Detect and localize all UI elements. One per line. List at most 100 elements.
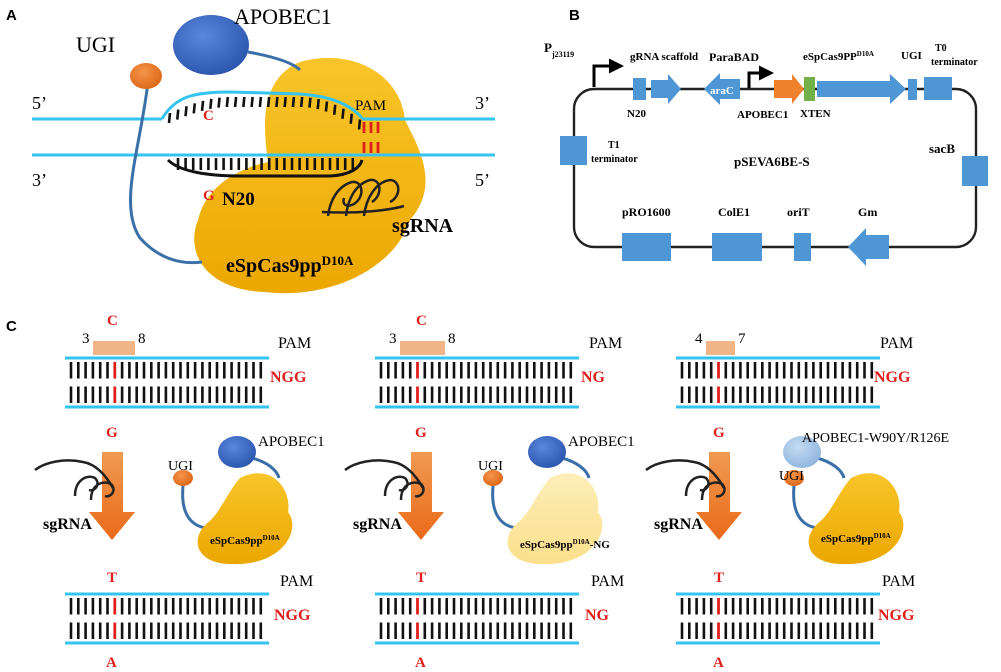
sacb-block xyxy=(962,156,988,186)
base-tick xyxy=(308,97,312,108)
window-start: 3 xyxy=(82,331,90,347)
n20-label: N20 xyxy=(222,189,255,210)
apobec-linker xyxy=(247,50,302,72)
ugi-linker xyxy=(129,81,203,265)
editing-window xyxy=(706,341,735,355)
edited-t: T xyxy=(107,570,117,586)
gm-arrow xyxy=(848,228,889,266)
base-tick xyxy=(349,113,354,124)
sgrna-loop xyxy=(89,481,115,501)
pj23119-label: Pj23119 xyxy=(544,40,574,59)
cas9-protein xyxy=(507,473,603,565)
dna-top-strand-bubble xyxy=(160,90,364,120)
sacb-label: sacB xyxy=(929,141,955,156)
cas9-label: eSpCas9ppD10A xyxy=(226,253,354,278)
window-end: 8 xyxy=(138,331,146,347)
five-prime-bottom: 5’ xyxy=(475,170,490,190)
base-tick xyxy=(209,98,213,110)
grna-scaffold-arrow xyxy=(651,74,681,104)
sgrna-strand xyxy=(344,459,425,489)
base-tick xyxy=(357,119,362,130)
t0-label: T0 xyxy=(935,43,947,54)
orit-block xyxy=(794,233,811,261)
deaminase-enzyme xyxy=(783,436,821,468)
edited-a: A xyxy=(106,655,117,671)
apobec1-enzyme xyxy=(173,15,249,75)
apobec-linker xyxy=(561,456,591,479)
apobec1-label-b: APOBEC1 xyxy=(737,109,788,121)
paired-g: G xyxy=(106,425,118,441)
sgrna-loop xyxy=(399,481,425,501)
pam-sequence: NG xyxy=(585,607,610,624)
panel-letter-a: A xyxy=(6,7,17,24)
deaminase-label: APOBEC1 xyxy=(258,434,325,450)
paired-g: G xyxy=(713,425,725,441)
plasmid-name: pSEVA6BE-S xyxy=(734,154,810,169)
pam-bases xyxy=(362,122,380,153)
editing-window xyxy=(93,341,135,355)
gm-label: Gm xyxy=(858,205,877,219)
cas9-label: eSpCas9ppD10A-NG xyxy=(520,538,610,551)
base-tick xyxy=(184,106,188,117)
base-tick xyxy=(341,108,345,119)
apobec-linker xyxy=(251,456,281,479)
pj23119-promoter-icon xyxy=(592,58,624,87)
pam-label: PAM xyxy=(355,98,386,114)
parabad-promoter-icon xyxy=(747,65,774,88)
sgrna-loop xyxy=(700,481,726,501)
n20-block xyxy=(633,78,646,100)
pam-sequence: NGG xyxy=(874,369,911,386)
paired-g: G xyxy=(415,425,427,441)
panel-b: B Pj23119 gRNA scaffold ParaBAD eSpCas9P… xyxy=(544,7,988,266)
espcas9-label: eSpCas9PPD10A xyxy=(803,50,874,63)
orit-label: oriT xyxy=(787,205,810,219)
n20-label-b: N20 xyxy=(627,108,646,120)
ugi-protein xyxy=(130,63,162,89)
t1-terminator-block xyxy=(560,136,587,165)
base-tick xyxy=(217,97,221,108)
panel-letter-c: C xyxy=(6,318,17,335)
pam-label: PAM xyxy=(880,335,913,352)
editing-arrow xyxy=(89,452,135,540)
base-tick xyxy=(233,96,238,108)
ugi-protein xyxy=(483,470,503,486)
cole1-label: ColE1 xyxy=(718,205,750,219)
ugi-label-b: UGI xyxy=(901,50,922,62)
xten-label: XTEN xyxy=(800,108,831,120)
cas9-protein xyxy=(197,473,293,565)
sgrna-hairpin xyxy=(321,178,405,217)
pam-label: PAM xyxy=(589,335,622,352)
three-prime-bottom: 3’ xyxy=(32,170,47,190)
ugi-label: UGI xyxy=(779,469,804,484)
base-tick xyxy=(332,104,337,115)
pam-label: PAM xyxy=(591,573,624,590)
base-tick xyxy=(167,112,172,124)
pro1600-block xyxy=(622,233,671,261)
grna-scaffold-label: gRNA scaffold xyxy=(630,51,698,63)
sgrna-strand xyxy=(645,459,726,489)
base-tick xyxy=(299,96,304,108)
ugi-label: UGI xyxy=(478,459,503,474)
paired-base-g: G xyxy=(203,188,215,204)
pam-sequence: NGG xyxy=(270,369,307,386)
cas9-protein xyxy=(808,473,904,565)
apobec1-arrow xyxy=(774,74,804,104)
target-c: C xyxy=(416,313,427,329)
sgrna-label: sgRNA xyxy=(43,516,92,533)
ugi-protein xyxy=(173,470,193,486)
deaminase-enzyme xyxy=(218,436,256,468)
deaminase-label: APOBEC1-W90Y/R126E xyxy=(802,431,949,446)
pam-label: PAM xyxy=(280,573,313,590)
ugi-protein xyxy=(784,470,804,486)
window-end: 7 xyxy=(738,331,746,347)
t1-terminator-label: terminator xyxy=(591,154,638,165)
three-prime-top: 3’ xyxy=(475,93,490,113)
cas9-label: eSpCas9ppD10A xyxy=(210,534,280,547)
cas9-label: eSpCas9ppD10A xyxy=(821,532,891,545)
cole1-block xyxy=(712,233,762,261)
